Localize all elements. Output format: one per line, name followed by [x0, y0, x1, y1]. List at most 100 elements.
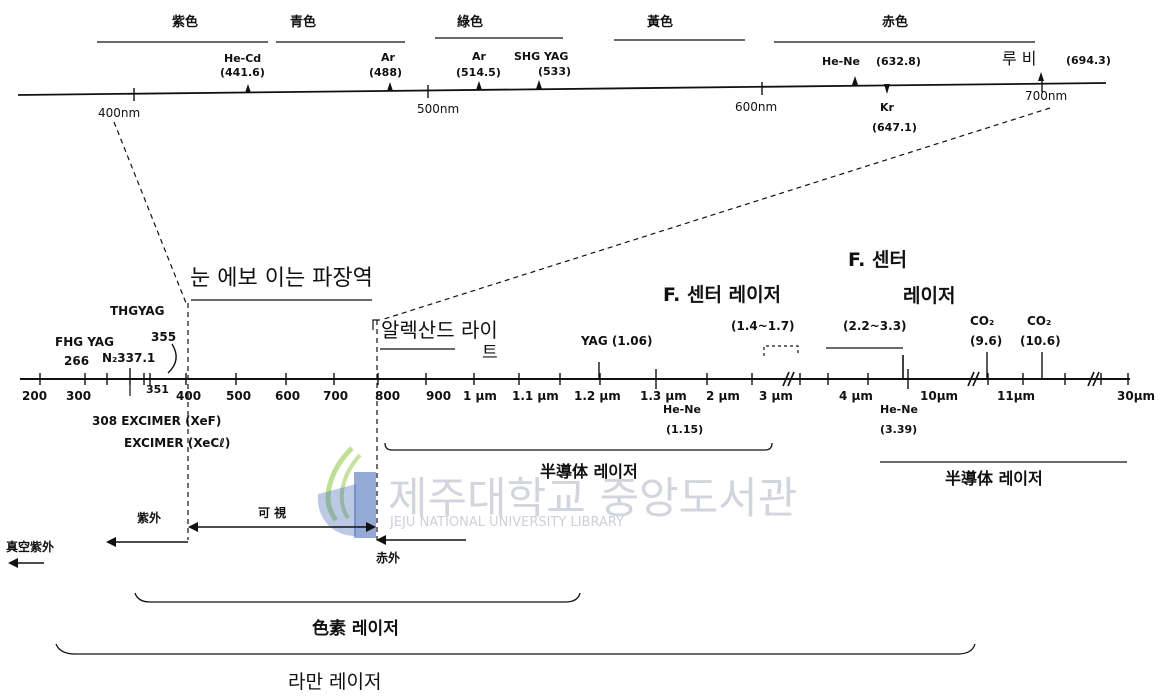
tick-900: 900 — [426, 389, 451, 403]
tick-700nm: 700nm — [1025, 89, 1067, 103]
uv-laser-annotations: FHG YAG 266 THGYAG 355 N₂337.1 308 EXCIM… — [55, 304, 230, 450]
tick-4um: 4 μm — [839, 389, 873, 403]
tick-600: 600 — [275, 389, 300, 403]
semiconductor-1-label: 半導体 레이저 — [540, 462, 638, 481]
axis-break-marks — [782, 371, 1100, 387]
n2-pointer — [167, 343, 177, 374]
band-label-red: 赤色 — [882, 14, 908, 30]
tick-1um: 1 μm — [463, 389, 497, 403]
band-label-violet: 紫色 — [172, 14, 198, 30]
he-ne-115-label: He-Ne — [663, 403, 701, 416]
semiconductor-ranges: 半導体 레이저 半導体 레이저 — [384, 442, 1127, 488]
band-label-green: 綠色 — [457, 14, 483, 30]
co2-a-value: (9.6) — [970, 334, 1002, 348]
visible-axis-ticks — [133, 79, 1043, 101]
semiconductor-2-label: 半導体 레이저 — [945, 469, 1043, 488]
main-axis-ticks — [39, 368, 1129, 389]
kr-value: (647.1) — [872, 121, 917, 134]
raman-laser-bracket — [55, 643, 976, 655]
f-center-1-range: (1.4~1.7) — [731, 319, 795, 333]
co2-a-label: CO₂ — [970, 314, 994, 328]
ruby-value: (694.3) — [1066, 54, 1111, 67]
f-center-1-bracket — [763, 345, 799, 356]
band-label-yellow: 黃色 — [646, 14, 673, 30]
tick-600nm: 600nm — [735, 100, 777, 114]
raman-laser-label: 라만 레이저 — [288, 671, 381, 693]
dye-laser-label: 色素 레이저 — [312, 618, 399, 639]
tick-300: 300 — [66, 389, 91, 403]
f-center-laser-2-top: F. 센터 — [848, 249, 907, 271]
he-ne-339-label: He-Ne — [880, 403, 918, 416]
tick-30um: 30μm — [1117, 389, 1155, 403]
color-band-ranges — [97, 37, 1035, 43]
color-band-labels: 紫色 青色 綠色 黃色 赤色 — [172, 14, 908, 30]
alexandrite-label: 알렉산드 라이 — [381, 318, 498, 342]
zoom-connectors — [113, 107, 1051, 540]
library-watermark: 제주대학교 중앙도서관 JEJU NATIONAL UNIVERSITY LIB… — [317, 446, 797, 538]
band-label-blue: 青色 — [290, 14, 316, 30]
he-ne-339-value: (3.39) — [880, 423, 917, 436]
thg-yag-value: 355 — [151, 330, 176, 344]
visible-laser-markers — [245, 72, 1044, 94]
f-center-laser-1: F. 센터 레이저 — [663, 284, 781, 306]
thg-yag-label: THGYAG — [110, 304, 165, 318]
tick-500: 500 — [226, 389, 251, 403]
tick-500nm: 500nm — [417, 102, 459, 116]
watermark-korean: 제주대학교 중앙도서관 — [388, 474, 797, 524]
tick-3um: 3 μm — [759, 389, 793, 403]
ir-label: 赤外 — [376, 550, 400, 565]
he-ne-632-label: He-Ne — [822, 55, 860, 68]
he-ne-632-value: (632.8) — [876, 55, 921, 68]
tick-800: 800 — [375, 389, 400, 403]
kr-label: Kr — [880, 101, 895, 114]
tick-1-3um: 1.3 μm — [640, 389, 687, 403]
he-cd-value: (441.6) — [220, 66, 265, 79]
ruby-label: 루 비 — [1002, 49, 1037, 68]
tick-700: 700 — [323, 389, 348, 403]
tick-11um: 11μm — [997, 389, 1035, 403]
tick-200: 200 — [22, 389, 47, 403]
visible-spectrum-scale: 紫色 青色 綠色 黃色 赤色 400nm 500nm 600nm 700nm — [17, 14, 1111, 134]
ar-514-value: (514.5) — [456, 66, 501, 79]
alexandrite-label-2: 트 — [482, 343, 498, 363]
n2-label: N₂337.1 — [102, 351, 155, 365]
tick-351: 351 — [146, 383, 169, 396]
he-cd-label: He-Cd — [224, 52, 261, 65]
visible-label: 可 視 — [258, 505, 286, 520]
dye-laser-bracket — [134, 592, 581, 603]
uv-label: 紫外 — [137, 510, 161, 525]
tick-2um: 2 μm — [706, 389, 740, 403]
ar-488-value: (488) — [369, 66, 402, 79]
ar-488-label: Ar — [381, 51, 396, 64]
co2-b-value: (10.6) — [1020, 334, 1061, 348]
alexandrite-bracket — [372, 319, 380, 330]
tick-10um: 10μm — [920, 389, 958, 403]
excimer-xecl-label: EXCIMER (XeCℓ) — [124, 436, 230, 450]
shg-yag-value: (533) — [538, 65, 571, 78]
excimer-xef-label: 308 EXCIMER (XeF) — [92, 414, 221, 428]
visible-spectrum-axis — [17, 82, 1107, 96]
tick-1-1um: 1.1 μm — [512, 389, 559, 403]
spectral-regions — [8, 522, 466, 568]
f-center-laser-2-bottom: 레이저 — [903, 285, 955, 307]
tick-1-2um: 1.2 μm — [574, 389, 621, 403]
he-ne-115-value: (1.15) — [666, 423, 703, 436]
yag-label: YAG (1.06) — [580, 334, 652, 348]
shg-yag-label: SHG YAG — [514, 50, 568, 63]
fhg-yag-value: 266 — [64, 354, 89, 368]
visible-range-label: 눈 에보 이는 파장역 — [190, 266, 373, 291]
ir-laser-annotations: 알렉산드 라이 트 YAG (1.06) He-Ne (1.15) F. 센터 … — [372, 249, 1061, 436]
ar-514-label: Ar — [472, 50, 487, 63]
dye-raman-ranges: 色素 레이저 라만 레이저 — [55, 592, 976, 693]
tick-400nm: 400nm — [98, 106, 140, 120]
tick-400: 400 — [176, 389, 201, 403]
semiconductor-1-bracket — [384, 442, 773, 451]
library-logo-icon — [317, 446, 376, 538]
main-wavelength-axis: 200 300 400 500 600 700 800 900 1 μm 1.1… — [20, 368, 1155, 403]
f-center-2-range: (2.2~3.3) — [843, 319, 907, 333]
co2-b-label: CO₂ — [1027, 314, 1051, 328]
watermark-english: JEJU NATIONAL UNIVERSITY LIBRARY — [389, 515, 624, 530]
vacuum-uv-label: 真空紫外 — [6, 539, 54, 554]
fhg-yag-label: FHG YAG — [55, 335, 114, 349]
